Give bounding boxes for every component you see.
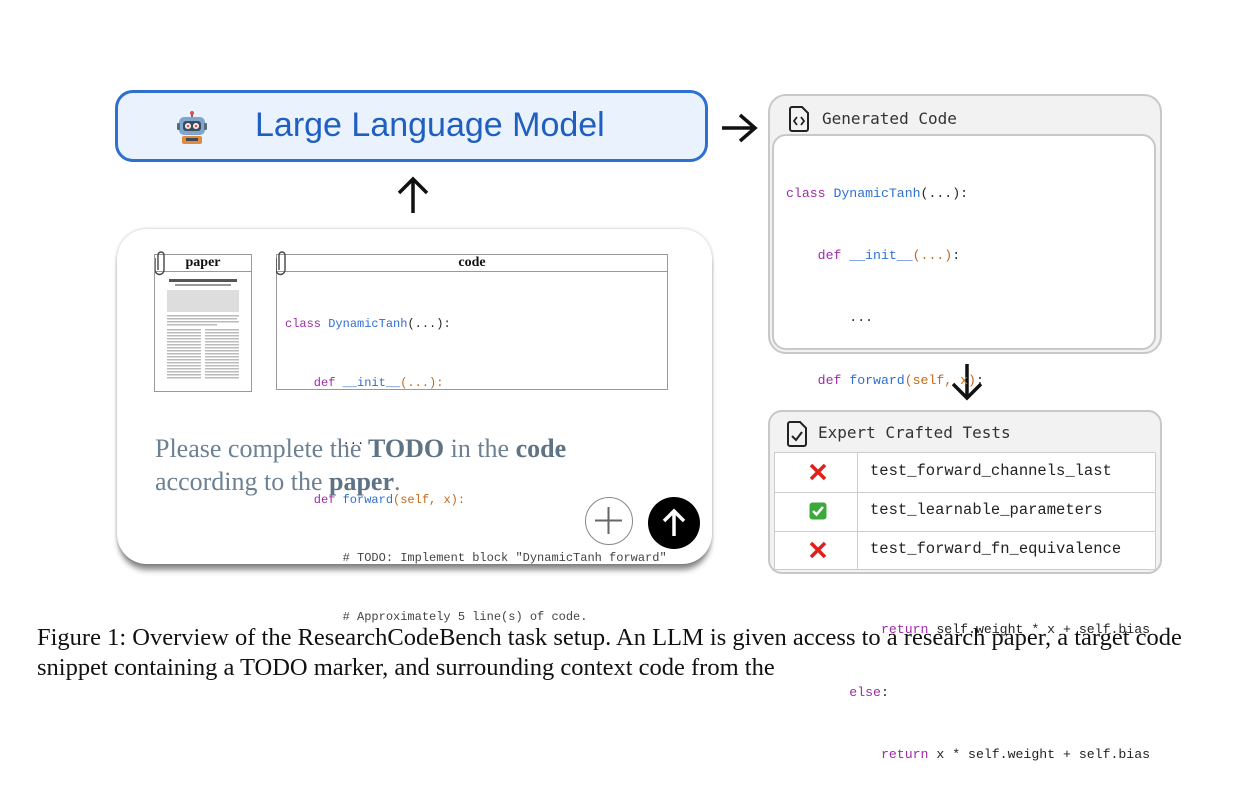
- test-row: test_learnable_parameters: [775, 492, 1155, 532]
- pass-check-icon: [809, 502, 827, 520]
- test-name: test_learnable_parameters: [870, 501, 1103, 519]
- code-line: ...: [285, 434, 365, 448]
- expert-tests-panel: Expert Crafted Tests test_forward_channe…: [768, 410, 1162, 574]
- test-row: test_forward_fn_equivalence: [775, 531, 1155, 570]
- send-button[interactable]: [648, 497, 700, 549]
- code-snippet: class DynamicTanh(...): def __init__(...…: [285, 276, 667, 666]
- code-label: code: [277, 255, 667, 272]
- generated-code-block: class DynamicTanh(...): def __init__(...…: [772, 134, 1156, 762]
- code-line: ...: [786, 310, 874, 326]
- code-line: else:: [786, 684, 889, 700]
- plus-icon: [595, 507, 622, 534]
- code-line: def __init__(...):: [285, 375, 444, 390]
- code-line: # TODO: Implement block "DynamicTanh for…: [285, 551, 667, 565]
- code-line: class DynamicTanh(...):: [786, 185, 969, 201]
- code-file-icon: [789, 106, 809, 132]
- code-line: # Approximately 5 line(s) of code.: [285, 609, 588, 624]
- code-line: def forward(self, x):: [285, 492, 466, 507]
- test-row: test_forward_channels_last: [775, 453, 1155, 493]
- arrow-right-icon: [722, 113, 758, 143]
- code-line: def __init__(...):: [786, 247, 961, 263]
- paper-attachment: paper: [154, 254, 252, 392]
- paper-label: paper: [155, 255, 251, 272]
- code-attachment: code class DynamicTanh(...): def __init_…: [276, 254, 668, 624]
- paperclip-icon: [276, 251, 286, 276]
- tests-table: test_forward_channels_last test_learnabl…: [774, 452, 1156, 570]
- tests-title: Expert Crafted Tests: [818, 423, 1011, 442]
- code-line: return x * self.weight + self.bias: [786, 747, 1151, 763]
- code-line: return self.weight * x + self.bias: [786, 622, 1151, 638]
- arrow-down-icon: [951, 364, 983, 401]
- test-name: test_forward_fn_equivalence: [870, 540, 1122, 558]
- llm-title: Large Language Model: [255, 106, 605, 144]
- fail-x-icon: [809, 463, 827, 481]
- checklist-file-icon: [787, 421, 807, 447]
- arrow-up-icon: [662, 508, 686, 536]
- llm-box: Large Language Model: [115, 90, 708, 162]
- prompt-text: Please complete the TODO in the code acc…: [155, 434, 567, 496]
- generated-code-title: Generated Code: [822, 109, 957, 128]
- fail-x-icon: [809, 541, 827, 559]
- paperclip-icon: [155, 251, 165, 276]
- input-card: paper: [117, 229, 712, 624]
- arrow-up-to-llm-icon: [397, 176, 429, 213]
- paper-thumbnail: [167, 279, 239, 379]
- code-line: def forward(self, x):: [786, 372, 984, 388]
- code-line: class DynamicTanh(...):: [285, 317, 451, 331]
- generated-code-panel: Generated Code class DynamicTanh(...): d…: [768, 94, 1162, 762]
- add-attachment-button[interactable]: [585, 497, 633, 545]
- test-name: test_forward_channels_last: [870, 462, 1112, 480]
- figure-caption: Figure 1: Overview of the ResearchCodeBe…: [37, 624, 1182, 681]
- robot-icon: [177, 111, 207, 144]
